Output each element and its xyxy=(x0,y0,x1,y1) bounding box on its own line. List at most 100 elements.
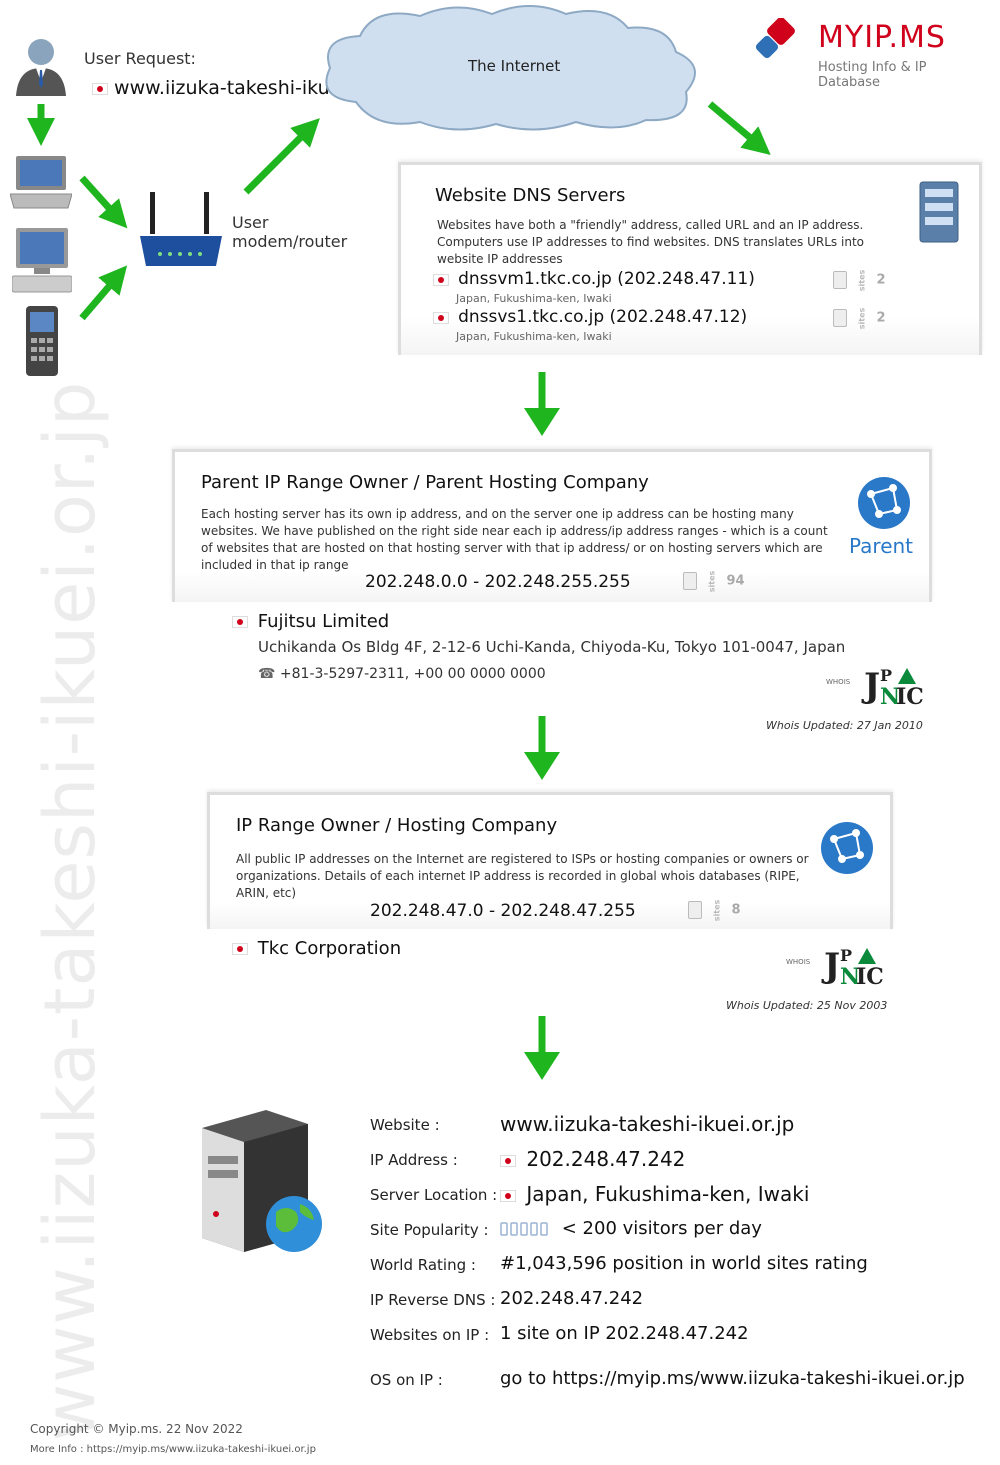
jpnic-ic: IC xyxy=(896,684,924,710)
jpnic-ic: IC xyxy=(856,964,884,990)
dns-server-2-location: Japan, Fukushima-ken, Iwaki xyxy=(456,330,612,343)
server-small-icon xyxy=(688,901,702,919)
sites-count: 2 xyxy=(876,272,886,288)
owner-range: 202.248.47.0 - 202.248.47.255 xyxy=(370,901,636,921)
owner-name[interactable]: Tkc Corporation xyxy=(232,938,401,959)
parent-range: 202.248.0.0 - 202.248.255.255 xyxy=(365,572,631,592)
jpnic-j: J xyxy=(864,666,881,706)
parent-phone: ☎ +81-3-5297-2311, +00 00 0000 0000 xyxy=(258,666,546,682)
sites-label: sites xyxy=(707,570,717,592)
footer-more-info[interactable]: More Info : https://myip.ms/www.iizuka-t… xyxy=(30,1444,316,1455)
websites-on-ip-value[interactable]: 1 site on IP 202.248.47.242 xyxy=(500,1323,749,1344)
owner-jpnic-logo[interactable]: WHOIS J P N IC xyxy=(786,946,886,994)
server-small-icon xyxy=(683,572,697,590)
logo-tagline: Hosting Info & IP Database xyxy=(818,60,927,90)
os-on-ip-label: OS on IP : xyxy=(370,1371,443,1389)
sites-count: 94 xyxy=(726,573,745,589)
jpnic-j: J xyxy=(824,946,841,986)
parent-whois-updated: Whois Updated: 27 Jan 2010 xyxy=(766,719,923,732)
parent-address: Uchikanda Os Bldg 4F, 2-12-6 Uchi-Kanda,… xyxy=(258,638,846,656)
popularity-bars-icon xyxy=(500,1222,548,1236)
dns-server-1-host: dnssvm1.tkc.co.jp (202.248.47.11) xyxy=(458,269,755,289)
dns-description: Websites have both a "friendly" address,… xyxy=(437,218,864,266)
parent-panel: Parent IP Range Owner / Parent Hosting C… xyxy=(172,449,932,602)
parent-jpnic-logo[interactable]: WHOIS J P N IC xyxy=(826,666,926,714)
server-globe-icon xyxy=(202,1110,322,1252)
user-request-domain-text: www.iizuka-takeshi-ikuei.or.jp xyxy=(114,77,394,99)
dns-server-2[interactable]: dnssvs1.tkc.co.jp (202.248.47.12) xyxy=(433,307,747,327)
down-arrow-icon xyxy=(524,716,560,780)
parent-owner[interactable]: Fujitsu Limited xyxy=(232,611,389,632)
internet-cloud-icon xyxy=(325,5,696,131)
modem-label-line2: modem/router xyxy=(232,232,348,251)
parent-owner-name: Fujitsu Limited xyxy=(257,611,390,632)
owner-name-text: Tkc Corporation xyxy=(257,938,402,959)
dns-panel: Website DNS Servers Websites have both a… xyxy=(398,162,982,355)
website-value[interactable]: www.iizuka-takeshi-ikuei.or.jp xyxy=(500,1112,795,1136)
japan-flag-icon xyxy=(500,1189,516,1202)
user-request-domain[interactable]: www.iizuka-takeshi-ikuei.or.jp xyxy=(92,77,394,99)
watermark: www.iizuka-takeshi-ikuei.or.jp xyxy=(29,380,111,1441)
japan-flag-icon xyxy=(92,82,108,95)
parent-phone-text: +81-3-5297-2311, +00 00 0000 0000 xyxy=(279,666,546,682)
dns-server-2-host: dnssvs1.tkc.co.jp (202.248.47.12) xyxy=(458,307,748,327)
sites-label: sites xyxy=(857,307,867,329)
myipms-logo[interactable]: MYIP.MS Hosting Info & IP Database xyxy=(756,18,986,90)
sites-count: 2 xyxy=(876,310,886,326)
logo-icon xyxy=(756,18,795,59)
owner-sites: sites 8 xyxy=(688,899,741,921)
jpnic-p: P xyxy=(840,946,853,965)
network-globe-icon xyxy=(821,822,873,874)
japan-flag-icon xyxy=(232,943,248,955)
jpnic-p: P xyxy=(880,666,893,685)
websites-on-ip-label: Websites on IP : xyxy=(370,1326,490,1344)
modem-label: User modem/router xyxy=(232,213,347,251)
popularity-value-text: < 200 visitors per day xyxy=(561,1218,762,1239)
popularity-label: Site Popularity : xyxy=(370,1221,489,1239)
jpnic-n: N xyxy=(840,964,861,990)
server-rack-icon xyxy=(919,181,959,243)
user-avatar-icon xyxy=(16,39,66,96)
modem-label-line1: User xyxy=(232,213,269,232)
dns-title: Website DNS Servers xyxy=(435,185,626,206)
dns-server-2-sites: sites 2 xyxy=(833,307,886,329)
parent-badge: Parent xyxy=(849,534,914,558)
location-value-text: Japan, Fukushima-ken, Iwaki xyxy=(526,1182,810,1206)
ip-label: IP Address : xyxy=(370,1151,458,1169)
sites-label: sites xyxy=(712,899,722,921)
reverse-dns-label: IP Reverse DNS : xyxy=(370,1291,496,1309)
reverse-dns-value: 202.248.47.242 xyxy=(500,1288,644,1309)
owner-whois-updated: Whois Updated: 25 Nov 2003 xyxy=(726,999,888,1012)
popularity-value: < 200 visitors per day xyxy=(500,1218,762,1239)
japan-flag-icon xyxy=(500,1154,516,1167)
server-small-icon xyxy=(833,271,847,289)
dns-server-1[interactable]: dnssvm1.tkc.co.jp (202.248.47.11) xyxy=(433,269,755,289)
jpnic-n: N xyxy=(880,684,901,710)
network-globe-icon xyxy=(858,477,910,529)
japan-flag-icon xyxy=(232,616,248,628)
green-arrows xyxy=(27,101,771,321)
triangle-icon xyxy=(898,668,916,684)
footer-copyright: Copyright © Myip.ms. 22 Nov 2022 xyxy=(30,1422,243,1436)
rating-label: World Rating : xyxy=(370,1256,476,1274)
whois-small: WHOIS xyxy=(786,958,811,966)
dns-server-1-sites: sites 2 xyxy=(833,269,886,291)
owner-panel: IP Range Owner / Hosting Company All pub… xyxy=(207,792,893,929)
ip-value[interactable]: 202.248.47.242 xyxy=(500,1147,685,1171)
os-on-ip-value[interactable]: go to https://myip.ms/www.iizuka-takeshi… xyxy=(500,1368,965,1389)
japan-flag-icon xyxy=(433,273,449,286)
dns-server-1-location: Japan, Fukushima-ken, Iwaki xyxy=(456,292,612,305)
router-icon xyxy=(140,192,222,266)
owner-title: IP Range Owner / Hosting Company xyxy=(236,815,558,836)
logo-name: MYIP.MS xyxy=(818,20,946,55)
internet-label: The Internet xyxy=(468,57,561,75)
sites-label: sites xyxy=(857,269,867,291)
website-label: Website : xyxy=(370,1116,440,1134)
sites-count: 8 xyxy=(731,902,741,918)
location-label: Server Location : xyxy=(370,1186,498,1204)
rating-value: #1,043,596 position in world sites ratin… xyxy=(500,1253,868,1274)
laptop-icon xyxy=(10,156,72,209)
server-small-icon xyxy=(833,309,847,327)
parent-description: Each hosting server has its own ip addre… xyxy=(201,507,828,572)
whois-small: WHOIS xyxy=(826,678,851,686)
